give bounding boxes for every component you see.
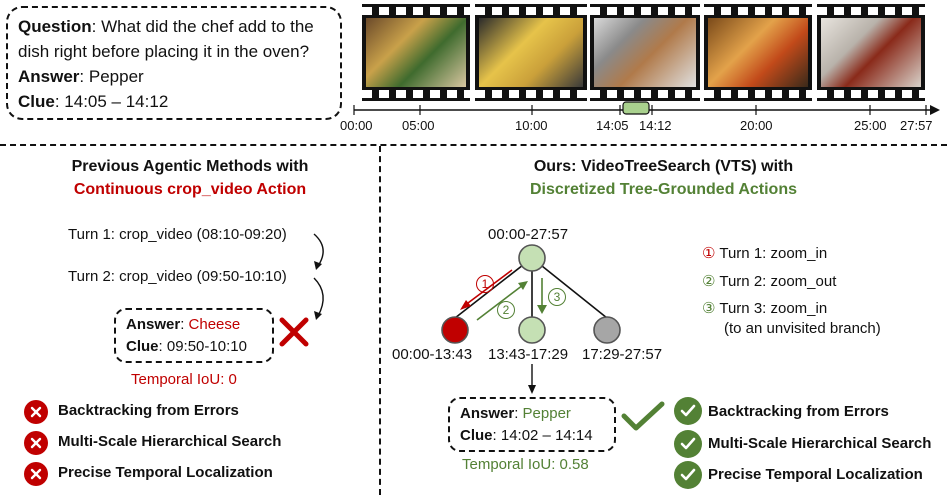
- right-answer-box: Answer: Pepper Clue: 14:02 – 14:14: [448, 397, 616, 452]
- legend-item-3-note: (to an unvisited branch): [724, 320, 881, 337]
- cross-mark-icon: [279, 317, 309, 347]
- left-feature: Backtracking from Errors: [58, 402, 239, 419]
- left-clue-value: : 09:50-10:10: [158, 338, 247, 355]
- check-circle-icon: [674, 430, 702, 458]
- checkmark-icon: [621, 401, 665, 431]
- tick-label: 20:00: [740, 118, 773, 133]
- question-text: : What did the chef add to the dish righ…: [18, 17, 314, 61]
- check-circle-icon: [674, 461, 702, 489]
- answer-separator: :: [514, 405, 523, 422]
- left-answer-box: Answer: Cheese Clue: 09:50-10:10: [114, 308, 274, 363]
- root-node: [518, 244, 546, 272]
- x-circle-icon: [24, 400, 48, 424]
- legend-text: Turn 2: zoom_out: [719, 273, 837, 290]
- turn-arrows: [313, 233, 324, 320]
- root-node-label: 00:00-27:57: [488, 226, 569, 243]
- video-frame-3: [590, 4, 700, 101]
- left-iou: Temporal IoU: 0: [131, 371, 237, 388]
- legend-mark: ③: [702, 300, 716, 317]
- step-1-marker: 1: [476, 275, 494, 293]
- step-2-marker: 2: [497, 301, 515, 319]
- tick-label: 05:00: [402, 118, 435, 133]
- child-node-label: 00:00-13:43: [392, 346, 473, 363]
- legend-item-2: ② Turn 2: zoom_out: [702, 272, 836, 290]
- right-title-line2: Discretized Tree-Grounded Actions: [529, 181, 797, 198]
- tick-label: 27:57: [900, 118, 933, 133]
- right-feature: Multi-Scale Hierarchical Search: [708, 435, 932, 452]
- left-turn-1: Turn 1: crop_video (08:10-09:20): [68, 226, 287, 243]
- video-frame-5: [817, 4, 925, 101]
- tick-label: 00:00: [340, 118, 373, 133]
- clue-text: : 14:05 – 14:12: [54, 92, 169, 111]
- answer-text: : Pepper: [79, 67, 144, 86]
- answer-label: Answer: [18, 67, 80, 86]
- legend-text: Turn 3: zoom_in: [719, 300, 828, 317]
- vertical-divider: [379, 146, 381, 495]
- child-node-3: [593, 316, 621, 344]
- video-frame-4: [704, 4, 812, 101]
- tick-label: 10:00: [515, 118, 548, 133]
- video-frame-2: [475, 4, 587, 101]
- answer-label: Answer: [126, 316, 181, 333]
- answer-label: Answer: [460, 405, 515, 422]
- right-iou: Temporal IoU: 0.58: [462, 456, 589, 473]
- left-feature: Precise Temporal Localization: [58, 464, 273, 481]
- child-node-1: [441, 316, 469, 344]
- child-node-2: [518, 316, 546, 344]
- legend-text: Turn 1: zoom_in: [719, 245, 828, 262]
- search-tree: [441, 244, 621, 394]
- step-3-marker: 3: [548, 288, 566, 306]
- clue-segment: [622, 101, 650, 115]
- tick-label: 25:00: [854, 118, 887, 133]
- legend-mark: ②: [702, 273, 716, 290]
- right-clue-value: : 14:02 – 14:14: [492, 427, 593, 444]
- question-box: Question: What did the chef add to the d…: [6, 6, 342, 120]
- legend-item-1: ① Turn 1: zoom_in: [702, 244, 827, 262]
- horizontal-divider: [0, 144, 947, 146]
- right-feature: Precise Temporal Localization: [708, 466, 923, 483]
- right-feature: Backtracking from Errors: [708, 403, 889, 420]
- left-turn-2: Turn 2: crop_video (09:50-10:10): [68, 268, 287, 285]
- clue-label: Clue: [18, 92, 55, 111]
- right-title-line1: Ours: VideoTreeSearch (VTS) with: [533, 158, 794, 175]
- right-answer-value: Pepper: [522, 405, 571, 422]
- tick-label: 14:12: [639, 118, 672, 133]
- check-circle-icon: [674, 397, 702, 425]
- legend-item-3: ③ Turn 3: zoom_in: [702, 299, 827, 317]
- question-label: Question: [18, 17, 92, 36]
- child-node-label: 13:43-17:29: [488, 346, 569, 363]
- left-feature: Multi-Scale Hierarchical Search: [58, 433, 282, 450]
- video-frame-1: [362, 4, 470, 101]
- answer-separator: :: [180, 316, 189, 333]
- clue-label: Clue: [460, 427, 493, 444]
- tick-label: 14:05: [596, 118, 629, 133]
- legend-mark: ①: [702, 245, 716, 262]
- x-circle-icon: [24, 431, 48, 455]
- child-node-label: 17:29-27:57: [582, 346, 663, 363]
- timeline-axis: [353, 101, 940, 115]
- left-title-line1: Previous Agentic Methods with: [71, 158, 309, 175]
- clue-label: Clue: [126, 338, 159, 355]
- left-title-line2: Continuous crop_video Action: [73, 181, 307, 198]
- x-circle-icon: [24, 462, 48, 486]
- left-answer-value: Cheese: [188, 316, 241, 333]
